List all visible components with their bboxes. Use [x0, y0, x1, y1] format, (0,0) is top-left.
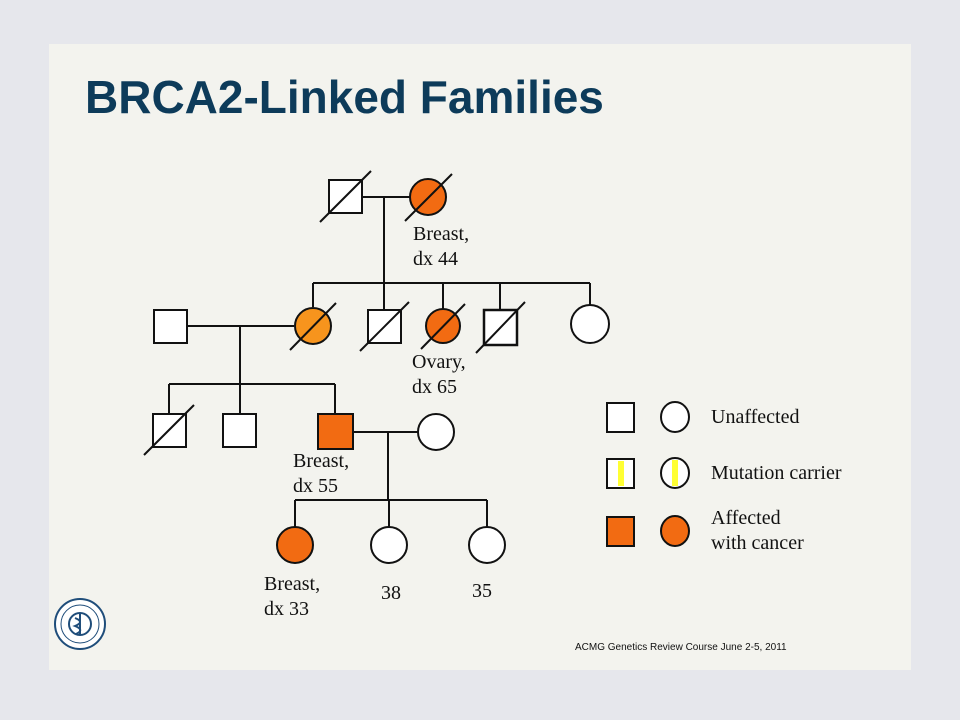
gen2-grandfather-spouse: [153, 309, 188, 344]
acmg-seal-icon: [54, 598, 106, 650]
gen2-uncle1: [359, 301, 410, 352]
slide-background: [49, 44, 911, 670]
legend-carrier-label: Mutation carrier: [711, 462, 842, 484]
gen2-uncle2: [475, 301, 526, 354]
label-sister2-age: 35: [472, 580, 492, 602]
gen2-mother: [289, 302, 337, 351]
gen1-grandfather: [319, 170, 372, 223]
label-line: with cancer: [711, 532, 804, 554]
legend-unaffected-circle: [660, 401, 690, 433]
label-line: dx 33: [264, 598, 309, 620]
legend-affected-square: [606, 516, 635, 547]
label-line: dx 65: [412, 376, 457, 398]
gen1-grandmother: [404, 173, 453, 222]
label-grandmother-dx: Breast, dx 44: [413, 222, 469, 272]
gen2-aunt-ovary: [420, 303, 466, 350]
gen3-father-affected: [317, 413, 354, 450]
gen4-daughter-affected: [276, 526, 314, 564]
label-line: Affected: [711, 507, 781, 529]
legend-carrier-circle: [660, 457, 690, 489]
legend-carrier-square: [606, 458, 635, 489]
legend-unaffected-square: [606, 402, 635, 433]
label-line: dx 44: [413, 248, 458, 270]
slide-footer: ACMG Genetics Review Course June 2-5, 20…: [575, 642, 787, 653]
label-line: Ovary,: [412, 351, 466, 373]
label-father-dx: Breast, dx 55: [293, 449, 349, 499]
gen3-brother: [222, 413, 257, 448]
label-sister1-age: 38: [381, 582, 401, 604]
gen2-aunt-unaffected: [570, 304, 610, 344]
legend-affected-label: Affected with cancer: [711, 506, 804, 556]
label-line: Breast,: [293, 450, 350, 472]
label-daughter-dx: Breast, dx 33: [264, 572, 320, 622]
legend-affected-circle: [660, 515, 690, 547]
gen4-sister1: [370, 526, 408, 564]
gen4-sister2: [468, 526, 506, 564]
label-line: Breast,: [413, 223, 470, 245]
slide-title: BRCA2-Linked Families: [85, 71, 604, 123]
label-line: Breast,: [264, 573, 321, 595]
label-aunt-dx: Ovary, dx 65: [412, 350, 466, 400]
gen3-brother-deceased: [143, 404, 195, 456]
legend-unaffected-label: Unaffected: [711, 406, 800, 428]
label-line: dx 55: [293, 475, 338, 497]
pedigree-lines: [168, 196, 591, 527]
gen3-spouse: [417, 413, 455, 451]
